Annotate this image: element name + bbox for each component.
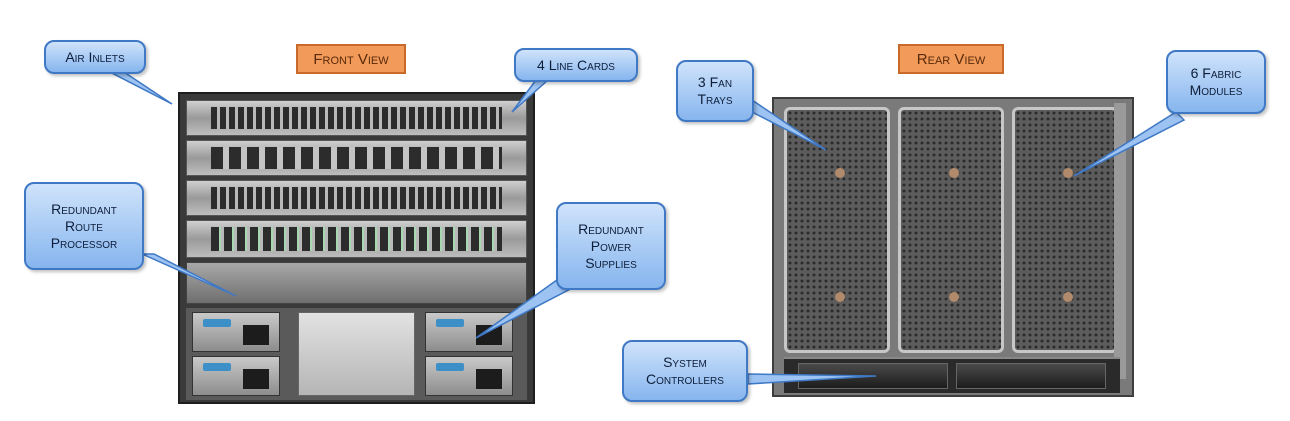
callout-route-processor: Redundant Route Processor <box>24 182 144 270</box>
leader-line-cards <box>511 79 550 113</box>
front-view-title: Front View <box>296 44 406 74</box>
callout-line-cards: 4 Line Cards <box>514 48 638 82</box>
fan-control-panel <box>298 312 415 396</box>
callout-fabric-modules: 6 Fabric Modules <box>1166 50 1266 114</box>
callout-power-supplies: Redundant Power Supplies <box>556 202 666 290</box>
leader-fan-trays <box>751 98 827 151</box>
fan-tray-1 <box>784 107 890 353</box>
leader-fabric-modules <box>1073 111 1186 177</box>
callout-fan-trays: 3 Fan Trays <box>676 60 754 122</box>
front-chassis-image <box>178 92 535 404</box>
line-card-2 <box>186 140 527 176</box>
callout-system-controllers: System Controllers <box>622 340 748 402</box>
route-processor-slots <box>186 262 527 304</box>
line-card-1 <box>186 100 527 136</box>
fan-tray-3 <box>1012 107 1118 353</box>
fan-tray-2 <box>898 107 1004 353</box>
line-card-3 <box>186 180 527 216</box>
leader-route-processor <box>141 253 237 297</box>
leader-system-controllers <box>747 373 877 385</box>
callout-air-inlets: Air Inlets <box>44 40 146 74</box>
rear-chassis-image <box>772 97 1134 397</box>
line-card-4 <box>186 220 527 258</box>
rear-view-title: Rear View <box>898 44 1004 74</box>
power-supply-area <box>186 308 527 400</box>
